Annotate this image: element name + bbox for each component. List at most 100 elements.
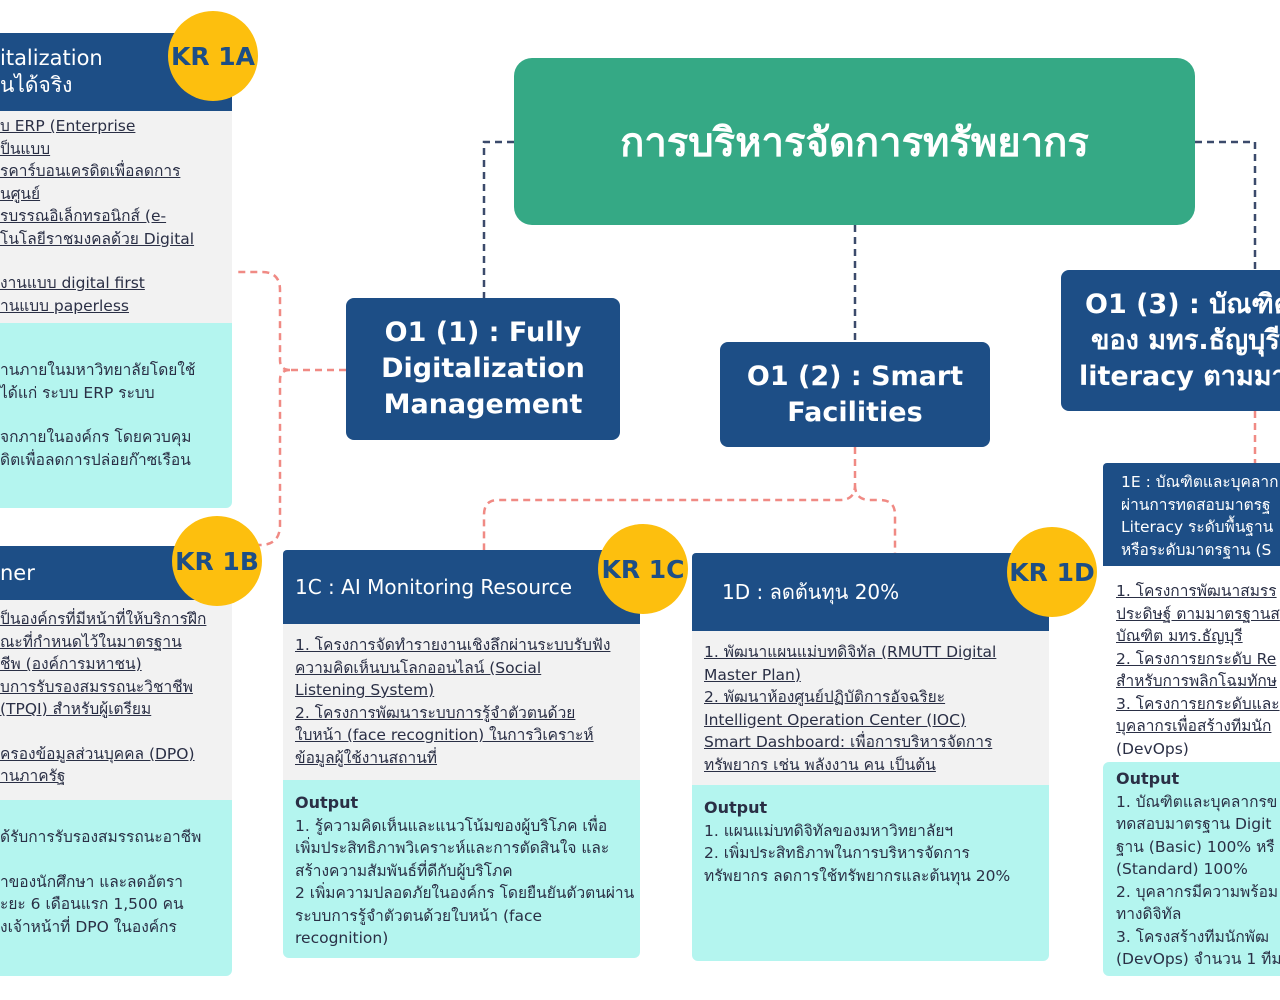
kr1a-project-line: งานแบบ digital first <box>0 274 145 292</box>
kr1c-projects: 1. โครงการจัดทำรายงานเชิงลึกผ่านระบบรับฟ… <box>283 624 640 780</box>
objective-o1-2-line2: Facilities <box>787 396 923 428</box>
kr1d-projects: 1. พัฒนาแผนแม่บทดิจิทัล (RMUTT Digital M… <box>692 631 1049 785</box>
root-title: การบริหารจัดการทรัพยากร <box>620 119 1089 166</box>
kr1d-header: 1D : ลดต้นทุน 20% <box>692 553 1049 631</box>
kr1d-output-line: ทรัพยากร ลดการใช้ทรัพยากรและต้นทุน 20% <box>704 866 1011 885</box>
kr1b-project-line: ณะที่กำหนดไว้ในมาตรฐาน <box>0 632 182 651</box>
kr1b-output-line: ด้รับการรับรองสมรรถนะอาชีพ <box>0 828 202 846</box>
kr1c-output-line: เพิ่มประสิทธิภาพวิเคราะห์และการตัดสินใจ … <box>295 839 610 857</box>
objective-o1-1-line2: Digitalization <box>381 353 585 384</box>
kr1b-spacer <box>0 849 232 871</box>
kr1c-output-label: Output <box>295 793 359 812</box>
kr1b-badge: KR 1B <box>172 516 262 606</box>
kr1e-output-line: 3. โครงสร้างทีมนักพัฒ <box>1116 927 1269 946</box>
kr1a-output-line: านภายในมหาวิทยาลัยโดยใช้ <box>0 361 196 379</box>
kr1c-project-line: ข้อมูลผู้ใช้งานสถานที่ <box>295 748 438 767</box>
kr1a-project-line: านแบบ paperless <box>0 296 129 315</box>
kr1c-badge: KR 1C <box>598 524 688 614</box>
kr1e-project-line: ประดิษฐ์ ตามมาตรฐานส <box>1116 604 1280 623</box>
kr1d-project-line: Intelligent Operation Center (IOC) <box>704 710 966 729</box>
kr1a-project-line: รคาร์บอนเครดิตเพื่อลดการ <box>0 162 181 180</box>
kr1b-header-label: ner <box>0 561 35 585</box>
objective-o1-2: O1 (2) : Smart Facilities <box>720 342 990 447</box>
kr1b-project-line: ชีพ (องค์การมหาชน) <box>0 655 142 673</box>
kr1a-project-line: รบรรณอิเล็กทรอนิกส์ (e- <box>0 207 167 225</box>
connector-root-o1-3 <box>1195 140 1257 270</box>
kr1a-outputs: านภายในมหาวิทยาลัยโดยใช้ ได้แก่ ระบบ ERP… <box>0 323 232 508</box>
kr1a-badge-label: KR 1A <box>170 41 256 71</box>
kr1b-badge-label: KR 1B <box>175 546 259 576</box>
kr1c-output-line: สร้างความสัมพันธ์ที่ดีกับผู้บริโภค <box>295 861 513 880</box>
kr1a-spacer <box>0 250 232 272</box>
objective-o1-3: O1 (3) : บัณฑิต ของ มทร.ธัญบุรี literacy… <box>1061 270 1280 411</box>
kr1e-project-line: 1. โครงการพัฒนาสมรร <box>1116 582 1277 600</box>
root-title-box: การบริหารจัดการทรัพยากร <box>514 58 1195 225</box>
objective-o1-1-line1: O1 (1) : Fully <box>384 317 582 348</box>
kr1e-output-line: ทดสอบมาตรฐาน Digit <box>1116 815 1272 833</box>
kr1b-projects: ป็นองค์กรที่มีหน้าที่ให้บริการฝึก ณะที่ก… <box>0 600 232 800</box>
kr1c-output-line: 2 เพิ่มความปลอดภัยในองค์กร โดยยืนยันตัวต… <box>295 884 635 902</box>
kr1e-header: 1E : บัณฑิตและบุคลาก ผ่านการทดสอบมาตรฐ L… <box>1103 463 1280 566</box>
connector-o1-2-krs <box>482 447 897 553</box>
kr1a-badge: KR 1A <box>168 11 258 101</box>
kr1c-project-line: ความคิดเห็นบนโลกออนไลน์ (Social <box>295 658 542 677</box>
kr1a-header-line2: นได้จริง <box>0 73 73 97</box>
kr1a-project-line: นศูนย์ <box>0 184 41 203</box>
kr1e-output-line: (DevOps) จำนวน 1 ทีม <box>1116 950 1280 968</box>
kr1e-header-line: หรือระดับมาตรฐาน (S <box>1121 540 1272 559</box>
kr1d-project-line: Master Plan) <box>704 665 801 684</box>
kr1e-project-line: 2. โครงการยกระดับ Re <box>1116 649 1277 668</box>
kr1e-output-line: ทางดิจิทัล <box>1116 905 1182 923</box>
kr1e-header-line: 1E : บัณฑิตและบุคลาก <box>1121 473 1279 491</box>
kr1c-output-line: 1. รู้ความคิดเห็นและแนวโน้มของผู้บริโภค … <box>295 816 608 835</box>
objective-o1-1: O1 (1) : Fully Digitalization Management <box>346 298 620 440</box>
objective-o1-3-line2: ของ มทร.ธัญบุรี <box>1091 324 1280 356</box>
kr1e-output-line: ฐาน (Basic) 100% หรื <box>1116 837 1275 856</box>
kr1d-output-label: Output <box>704 798 768 817</box>
kr1c-project-line: ใบหน้า (face recognition) ในการวิเคราะห์ <box>295 726 594 744</box>
kr1e-outputs: Output 1. บัณฑิตและบุคลากรข ทดสอบมาตรฐาน… <box>1103 762 1280 976</box>
kr1e-output-line: (Standard) 100% <box>1116 860 1248 878</box>
kr1c-project-line: 1. โครงการจัดทำรายงานเชิงลึกผ่านระบบรับฟ… <box>295 636 611 654</box>
kr1c-outputs: Output 1. รู้ความคิดเห็นและแนวโน้มของผู้… <box>283 780 640 958</box>
kr1c-badge-label: KR 1C <box>601 554 685 584</box>
kr1c-output-line: ระบบการรู้จำตัวตนด้วยใบหน้า (face recogn… <box>295 906 543 948</box>
kr1e-header-line: ผ่านการทดสอบมาตรฐ <box>1121 495 1271 514</box>
kr1d-header-label: 1D : ลดต้นทุน 20% <box>722 580 900 604</box>
kr1d-badge: KR 1D <box>1007 527 1097 617</box>
kr1d-project-line: Smart Dashboard: เพื่อการบริหารจัดการ <box>704 733 993 751</box>
kr1b-project-line: านภาครัฐ <box>0 767 66 785</box>
kr1e-projects: 1. โครงการพัฒนาสมรร ประดิษฐ์ ตามมาตรฐานส… <box>1103 578 1280 760</box>
kr1a-output-line: ดิตเพื่อลดการปล่อยก๊าซเรือน <box>0 450 191 469</box>
kr1b-outputs: ด้รับการรับรองสมรรถนะอาชีพ ำของนักศึกษา … <box>0 800 232 976</box>
kr1b-output-line: ะยะ 6 เดือนแรก 1,500 คน <box>0 895 184 913</box>
kr1e-output-line: 1. บัณฑิตและบุคลากรข <box>1116 792 1278 811</box>
objective-o1-3-line1: O1 (3) : บัณฑิต <box>1085 288 1280 320</box>
kr1b-spacer <box>0 721 232 743</box>
kr1a-project-line: โนโลยีราชมงคลด้วย Digital <box>0 229 195 248</box>
kr1a-header: italization นได้จริง <box>0 33 232 111</box>
kr1e-project-line: บัณฑิต มทร.ธัญบุรี <box>1116 627 1243 645</box>
kr1c-project-line: Listening System) <box>295 681 435 699</box>
kr1e-header-line: Literacy ระดับพื้นฐาน <box>1121 518 1274 536</box>
kr1e-project-line: สำหรับการพลิกโฉมทักษ <box>1116 672 1277 690</box>
kr1a-spacer <box>0 404 232 426</box>
kr1b-output-line: ำของนักศึกษา และลดอัตรา <box>0 872 184 891</box>
kr1e-project-line: (DevOps) <box>1116 739 1189 758</box>
kr1d-project-line: ทรัพยากร เช่น พลังงาน คน เป็นต้น <box>704 755 936 774</box>
kr1a-output-line: จกภายในองค์กร โดยควบคุม <box>0 428 192 446</box>
kr1c-header: 1C : AI Monitoring Resource <box>283 550 640 624</box>
kr1a-project-line: บ ERP (Enterprise <box>0 117 136 135</box>
connector-o1-1-krs <box>238 270 346 547</box>
kr1a-output-line: ได้แก่ ระบบ ERP ระบบ <box>0 383 155 402</box>
kr1b-output-line: งเจ้าหน้าที่ DPO ในองค์กร <box>0 917 177 936</box>
kr1d-project-line: 2. พัฒนาห้องศูนย์ปฏิบัติการอัจฉริยะ <box>704 688 946 706</box>
kr1b-project-line: ป็นองค์กรที่มีหน้าที่ให้บริการฝึก <box>0 610 207 628</box>
kr1d-output-line: 1. แผนแม่บทดิจิทัลของมหาวิทยาลัยฯ <box>704 821 954 840</box>
objective-o1-1-line3: Management <box>383 389 583 420</box>
connector-root-o1-1 <box>482 140 514 298</box>
kr1b-project-line: ครองข้อมูลส่วนบุคคล (DPO) <box>0 744 195 763</box>
kr1d-badge-label: KR 1D <box>1009 557 1095 587</box>
kr1d-project-line: 1. พัฒนาแผนแม่บทดิจิทัล (RMUTT Digital <box>704 643 997 661</box>
